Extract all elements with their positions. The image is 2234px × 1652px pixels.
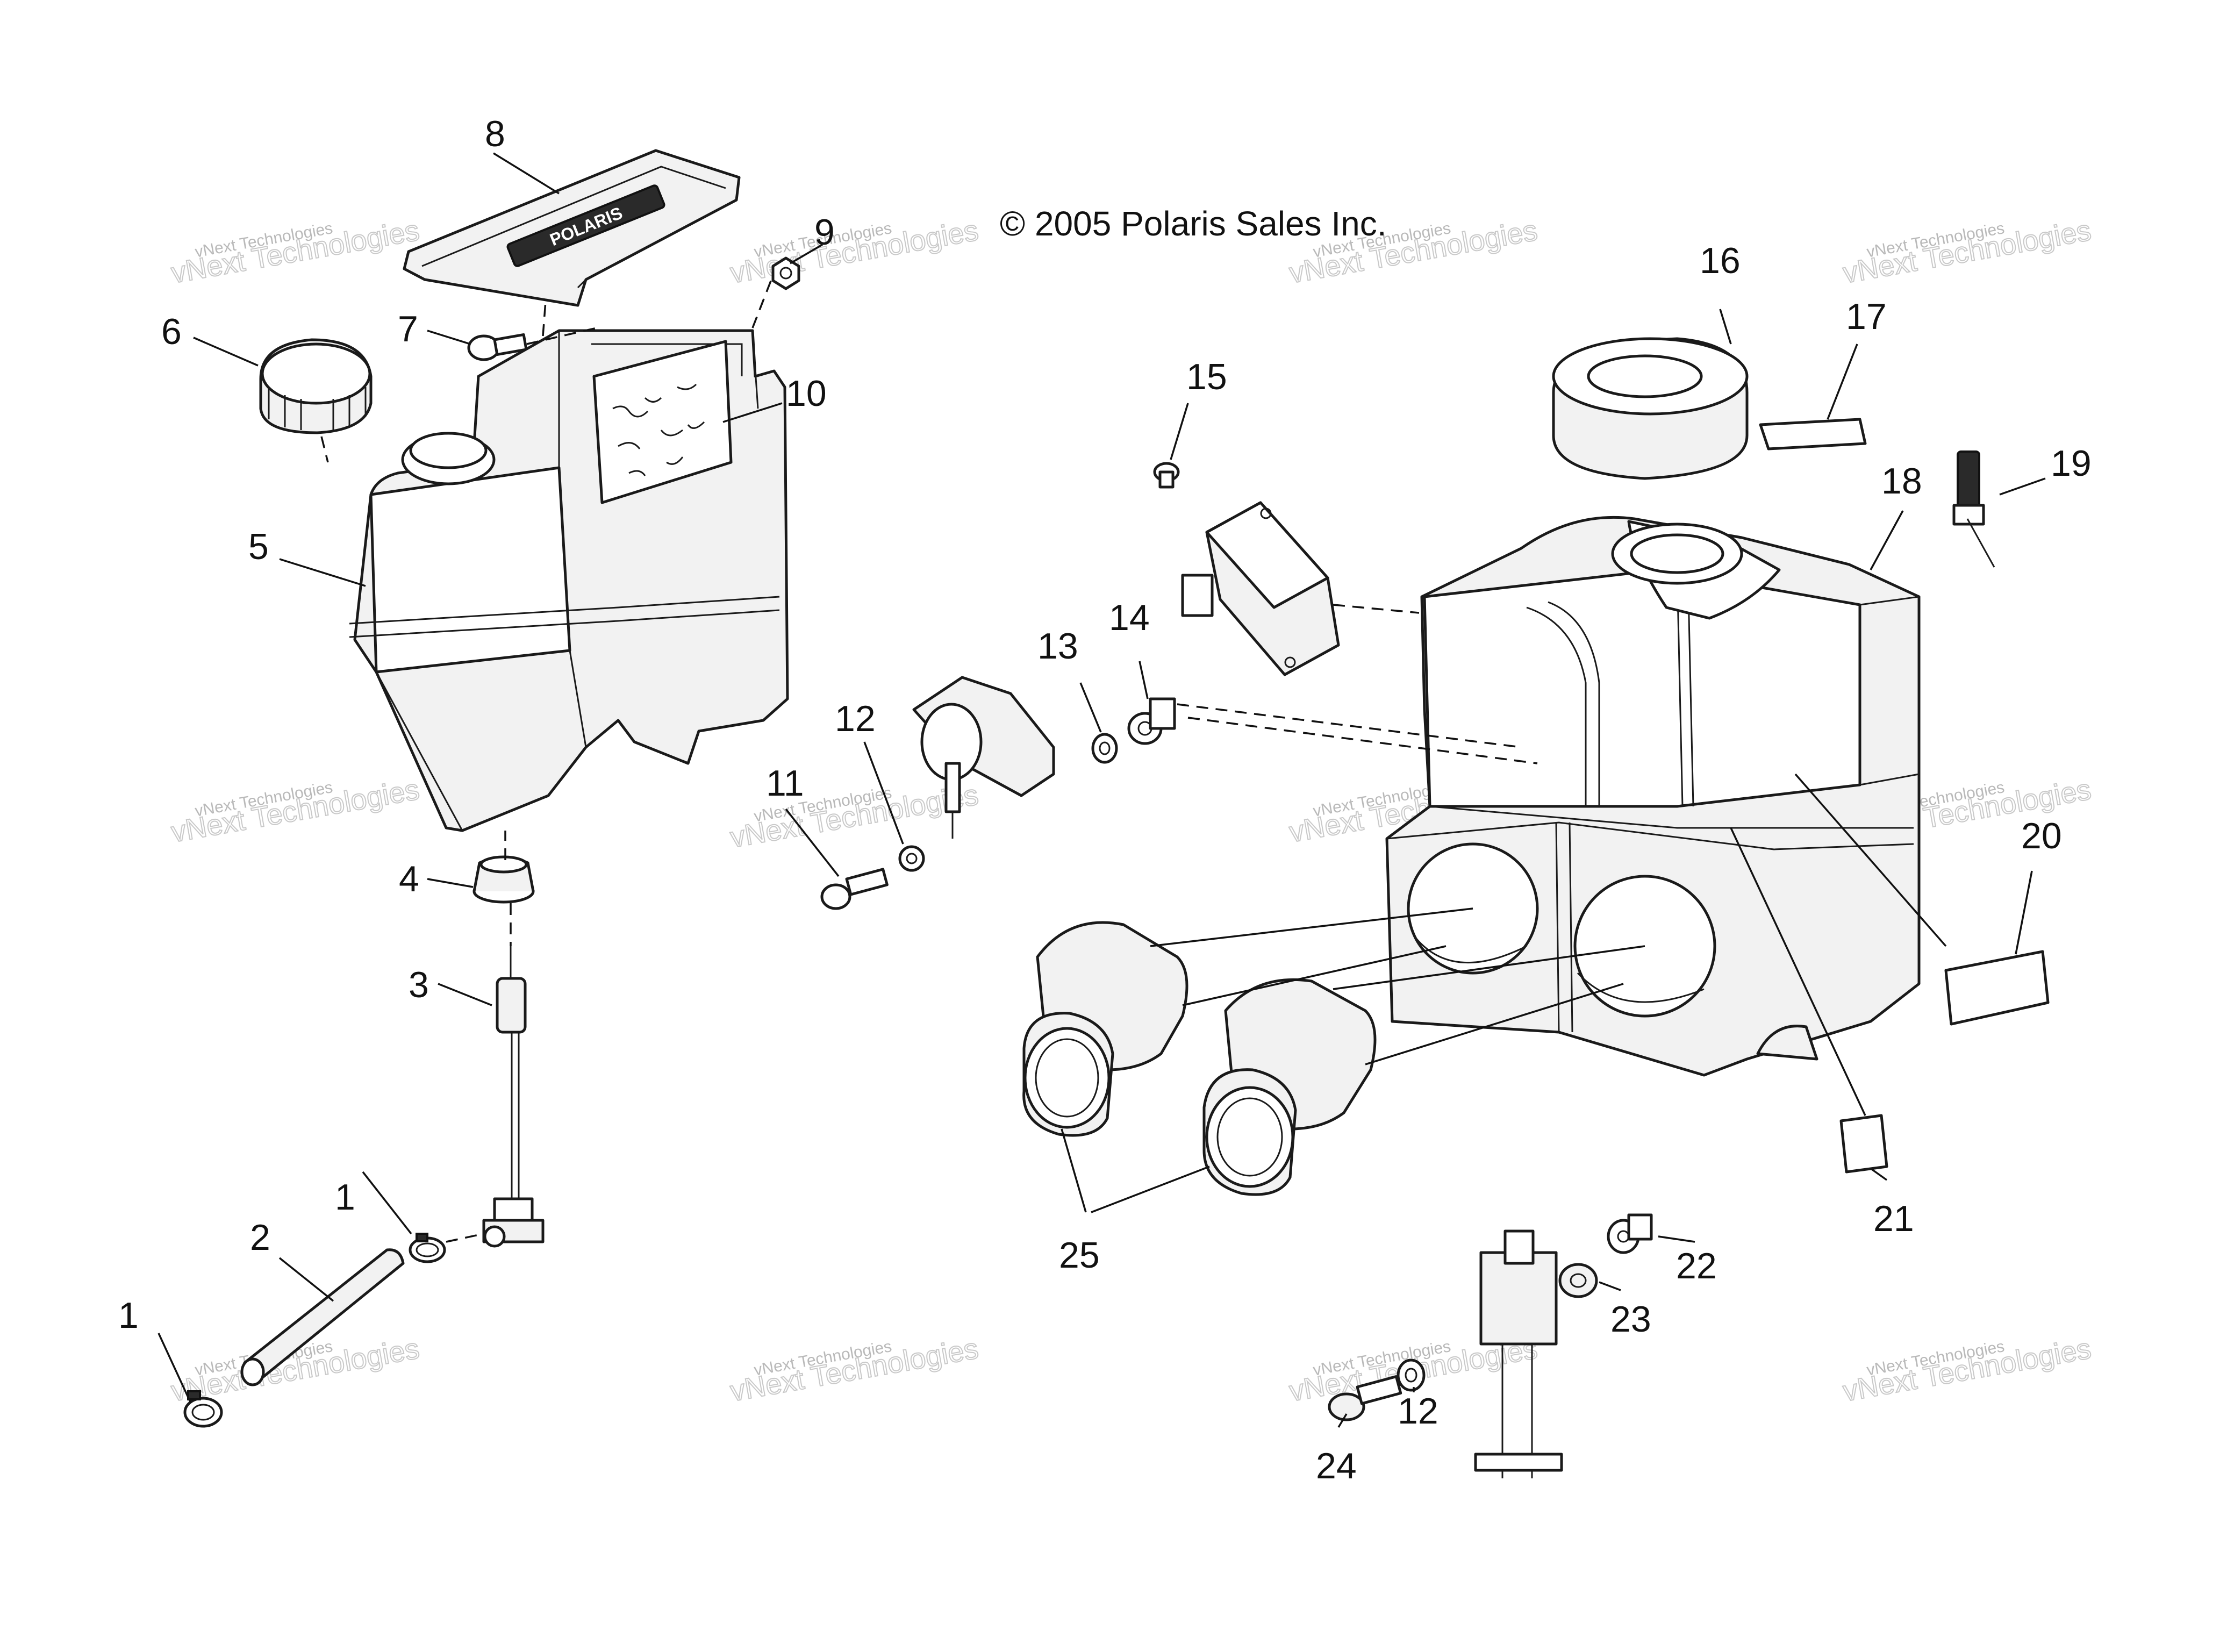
callout-15: 15 <box>1186 356 1227 397</box>
callout-14: 14 <box>1109 597 1150 638</box>
screw-part <box>1328 1375 1402 1421</box>
nut-part <box>771 256 800 290</box>
bushing-part <box>1607 1213 1653 1254</box>
watermark: vNext Technologies vNext Technologies <box>1840 213 2094 290</box>
callout-22: 22 <box>1676 1246 1717 1286</box>
callout-20: 20 <box>2021 816 2062 856</box>
foam-pad-part <box>592 340 733 504</box>
airbox-part <box>1385 516 1921 1077</box>
filter-element-part <box>1552 337 1749 480</box>
decal-part <box>1759 418 1867 450</box>
callout-24: 24 <box>1316 1446 1357 1486</box>
spacer-part <box>1558 1263 1598 1298</box>
screw-part <box>1153 462 1180 489</box>
callout-12: 12 <box>1398 1391 1438 1432</box>
leader-lines <box>157 152 2046 1428</box>
callout-21: 21 <box>1873 1198 1914 1239</box>
callout-16: 16 <box>1700 240 1741 281</box>
washer-part <box>1091 733 1118 764</box>
callout-3: 3 <box>409 964 429 1005</box>
oil-tank-cap-part <box>259 338 373 434</box>
clamp-part <box>183 1390 223 1428</box>
decal-part <box>1944 950 2050 1026</box>
callout-17: 17 <box>1846 296 1887 337</box>
latch-part <box>1952 450 1995 568</box>
hose-part <box>240 1248 405 1386</box>
fuel-filter-part <box>482 946 545 1248</box>
callout-23: 23 <box>1610 1299 1651 1340</box>
callout-9: 9 <box>814 212 835 253</box>
watermark: vNext Technologies vNext Technologies <box>168 773 423 849</box>
washer-part <box>1397 1358 1426 1392</box>
watermark: vNext Technologies vNext Technologies <box>1840 1332 2094 1408</box>
watermark: vNext Technologies vNext Technologies <box>727 213 982 290</box>
screw-part <box>467 333 528 361</box>
callout-11: 11 <box>766 763 804 804</box>
assembly-lines <box>1150 907 1645 1065</box>
washer-part <box>898 845 925 872</box>
callout-7: 7 <box>398 309 418 349</box>
screw-part <box>820 868 889 910</box>
callout-10: 10 <box>786 373 827 414</box>
ignition-coil-part <box>1474 1229 1563 1478</box>
callout-4: 4 <box>399 859 419 899</box>
watermark: vNext Technologies vNext Technologies <box>727 1332 982 1408</box>
callout-2: 2 <box>250 1217 270 1258</box>
callout-6: 6 <box>161 311 182 352</box>
clamp-part <box>409 1233 446 1263</box>
callout-8: 8 <box>485 113 505 154</box>
callout-25: 25 <box>1059 1235 1100 1276</box>
control-valve-part <box>912 676 1055 839</box>
intake-boot-part <box>1022 921 1188 1137</box>
grommet-part <box>472 855 535 904</box>
control-module-part <box>1181 501 1340 676</box>
callout-5: 5 <box>248 526 269 567</box>
callout-19: 19 <box>2051 443 2092 484</box>
tank-cover-part: POLARIS <box>403 149 741 307</box>
intake-boot-part <box>1202 978 1377 1196</box>
callout-12: 12 <box>835 698 876 739</box>
decal-part <box>1839 1114 1888 1174</box>
callout-18: 18 <box>1881 461 1922 502</box>
watermark: vNext Technologies vNext Technologies <box>168 213 423 290</box>
watermark: vNext Technologies vNext Technologies <box>727 778 982 854</box>
callout-labels: 1 1 2 3 4 5 6 7 8 9 10 11 12 12 13 14 15… <box>118 113 2092 1486</box>
callout-13: 13 <box>1037 626 1078 667</box>
copyright-notice: © 2005 Polaris Sales Inc. <box>1000 204 1387 243</box>
callout-1: 1 <box>335 1177 355 1218</box>
bushing-part <box>1127 697 1176 745</box>
callout-1: 1 <box>118 1295 139 1336</box>
